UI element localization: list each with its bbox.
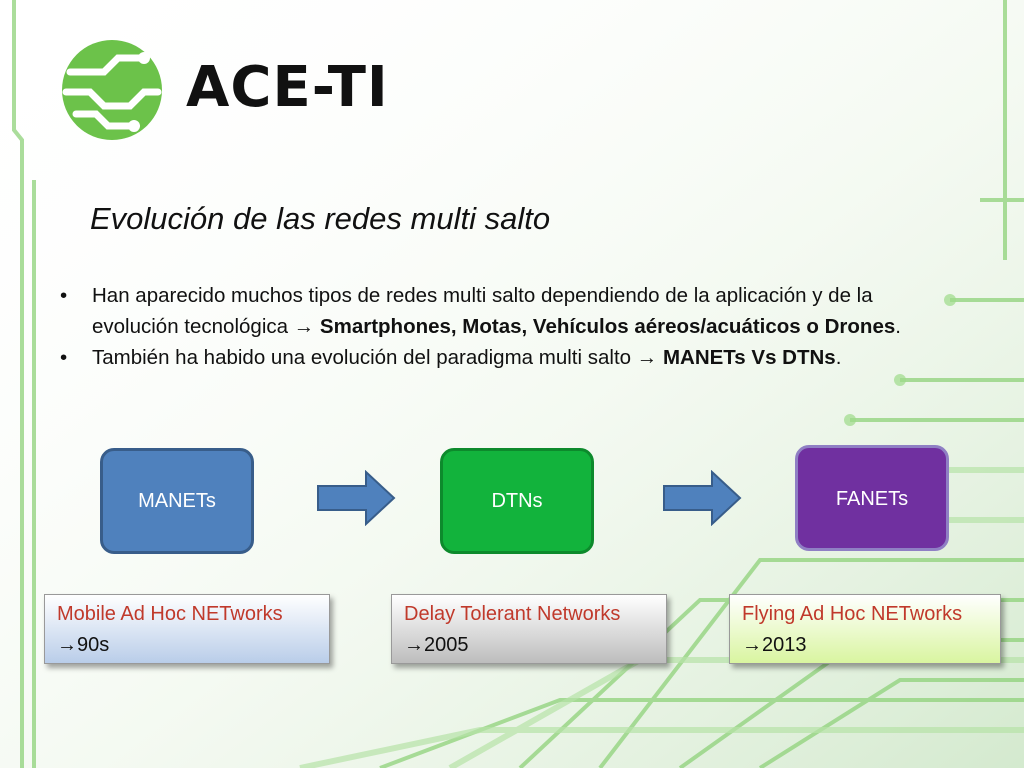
bullet-bold: MANETs Vs DTNs: [662, 346, 836, 369]
bullet-list: Han aparecido muchos tipos de redes mult…: [58, 280, 958, 373]
bullet-end: .: [835, 346, 842, 369]
arrow-right-icon: [317, 470, 396, 526]
label-name: Flying Ad Hoc NETworks: [742, 603, 963, 625]
year-value: 90s: [77, 634, 110, 656]
node-dtns: DTNs: [440, 448, 594, 554]
label-fanets: Flying Ad Hoc NETworks →2013: [729, 594, 1001, 664]
year-value: 2005: [424, 634, 469, 656]
label-year: →2005: [404, 630, 654, 661]
bullet-bold: Smartphones, Motas, Vehículos aéreos/acu…: [319, 315, 896, 338]
label-name: Delay Tolerant Networks: [404, 603, 621, 625]
label-year: →2013: [742, 630, 988, 661]
year-value: 2013: [762, 634, 807, 656]
arrow-right-icon: [663, 470, 742, 526]
bullet-text: Han aparecido muchos tipos de redes mult…: [92, 284, 873, 338]
label-year: →90s: [57, 630, 317, 661]
slide-title: Evolución de las redes multi salto: [90, 201, 551, 236]
label-name: Mobile Ad Hoc NETworks: [57, 603, 283, 625]
arrow-glyph: →: [742, 634, 762, 656]
arrow-glyph: →: [404, 634, 424, 656]
bullet-text: También ha habido una evolución del para…: [92, 346, 637, 369]
arrow-glyph: →: [636, 346, 658, 369]
bullet-end: .: [895, 315, 901, 338]
node-manets: MANETs: [100, 448, 254, 554]
bullet-item: También ha habido una evolución del para…: [58, 342, 958, 373]
brand-name: ACE-TI: [186, 55, 389, 120]
ace-ti-logo-icon: [62, 40, 162, 140]
arrow-glyph: →: [293, 315, 315, 338]
label-dtns: Delay Tolerant Networks →2005: [391, 594, 667, 664]
label-manets: Mobile Ad Hoc NETworks →90s: [44, 594, 330, 664]
bullet-item: Han aparecido muchos tipos de redes mult…: [58, 280, 958, 342]
arrow-glyph: →: [57, 634, 77, 656]
node-fanets: FANETs: [795, 445, 949, 551]
